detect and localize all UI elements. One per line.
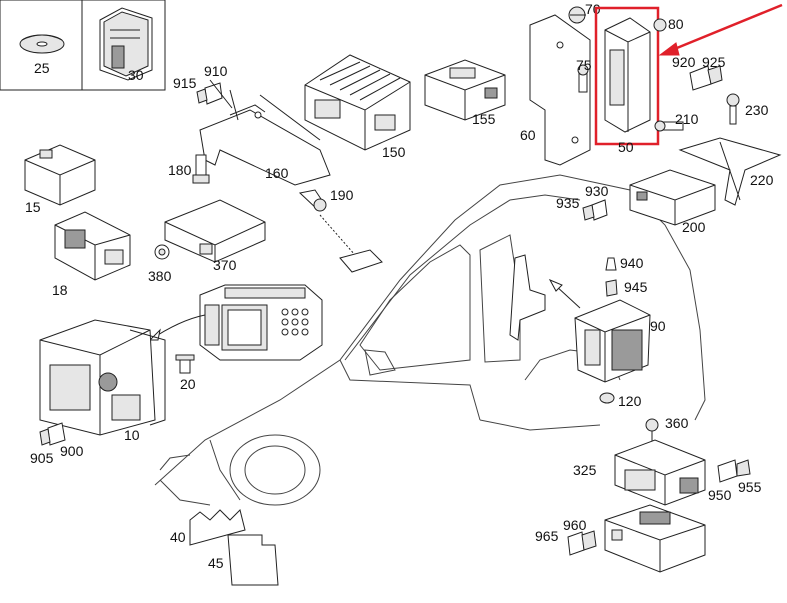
part-20-screw xyxy=(175,354,195,374)
label-940: 940 xyxy=(620,255,644,271)
part-150-amplifier xyxy=(304,54,411,151)
label-155: 155 xyxy=(472,111,496,127)
part-18-module xyxy=(54,211,131,281)
part-200-module xyxy=(629,169,716,226)
part-380-nut xyxy=(154,244,170,260)
label-900: 900 xyxy=(60,443,84,459)
label-150: 150 xyxy=(382,144,406,160)
car-outline xyxy=(154,174,706,506)
label-230: 230 xyxy=(745,102,769,118)
part-40-45-labels xyxy=(189,509,279,586)
part-900-905-connector xyxy=(39,422,66,446)
part-180-screw xyxy=(192,154,210,184)
label-210: 210 xyxy=(675,111,699,127)
label-905: 905 xyxy=(30,450,54,466)
label-75: 75 xyxy=(576,57,592,73)
label-18: 18 xyxy=(52,282,68,298)
label-925: 925 xyxy=(702,54,726,70)
cd-disc-icon xyxy=(19,34,65,54)
label-950: 950 xyxy=(708,487,732,503)
label-220: 220 xyxy=(750,172,774,188)
door-bracket xyxy=(509,254,546,341)
inset-boxes: 25 30 xyxy=(0,0,166,91)
head-unit-faceplate xyxy=(199,284,323,361)
label-120: 120 xyxy=(618,393,642,409)
part-50-module xyxy=(604,17,651,133)
part-80-nut xyxy=(653,18,667,32)
part-75-bolt xyxy=(577,64,589,93)
label-935: 935 xyxy=(556,195,580,211)
part-950-955-connector xyxy=(717,459,751,483)
highlight-arrow xyxy=(658,3,783,56)
part-155-module xyxy=(424,59,506,121)
part-230-screw xyxy=(726,93,740,125)
part-325-module xyxy=(614,439,706,506)
label-80: 80 xyxy=(668,16,684,32)
part-15-module xyxy=(24,144,96,206)
part-210-screw xyxy=(654,120,684,132)
label-325: 325 xyxy=(573,462,597,478)
part-370-module xyxy=(164,199,266,263)
label-30: 30 xyxy=(128,67,144,83)
part-960-965-connector xyxy=(567,530,597,556)
label-360: 360 xyxy=(665,415,689,431)
part-190-screw xyxy=(298,189,327,212)
label-40: 40 xyxy=(170,529,186,545)
label-380: 380 xyxy=(148,268,172,284)
part-220-bracket xyxy=(678,137,782,206)
label-90: 90 xyxy=(650,318,666,334)
label-955: 955 xyxy=(738,479,762,495)
part-945-connector xyxy=(605,279,618,297)
part-120-grommet xyxy=(599,392,615,404)
label-920: 920 xyxy=(672,54,696,70)
label-45: 45 xyxy=(208,555,224,571)
label-50: 50 xyxy=(618,139,634,155)
label-190: 190 xyxy=(330,187,354,203)
manual-booklet-icon xyxy=(99,7,153,81)
label-25: 25 xyxy=(34,60,50,76)
label-370: 370 xyxy=(213,257,237,273)
part-10-head-unit xyxy=(39,319,166,436)
label-60: 60 xyxy=(520,127,536,143)
part-60-bracket xyxy=(529,14,591,166)
label-910: 910 xyxy=(204,63,228,79)
part-930-935-connector xyxy=(582,199,608,221)
label-930: 930 xyxy=(585,183,609,199)
label-960: 960 xyxy=(563,517,587,533)
part-940-connector xyxy=(605,257,617,271)
highlight-box xyxy=(594,6,660,146)
label-20: 20 xyxy=(180,376,196,392)
label-945: 945 xyxy=(624,279,648,295)
arrow-to-bracket xyxy=(554,284,581,309)
part-70-screw xyxy=(568,6,586,24)
label-200: 200 xyxy=(682,219,706,235)
label-15: 15 xyxy=(25,199,41,215)
label-965: 965 xyxy=(535,528,559,544)
label-160: 160 xyxy=(265,165,289,181)
label-180: 180 xyxy=(168,162,192,178)
label-915: 915 xyxy=(173,75,197,91)
part-90-module xyxy=(574,299,651,383)
part-920-925-connector xyxy=(689,65,723,91)
part-160-bracket xyxy=(199,89,331,186)
label-10: 10 xyxy=(124,427,140,443)
connector-plug xyxy=(339,249,383,273)
part-bottom-module xyxy=(604,504,706,573)
part-910-915-connector xyxy=(196,79,233,109)
